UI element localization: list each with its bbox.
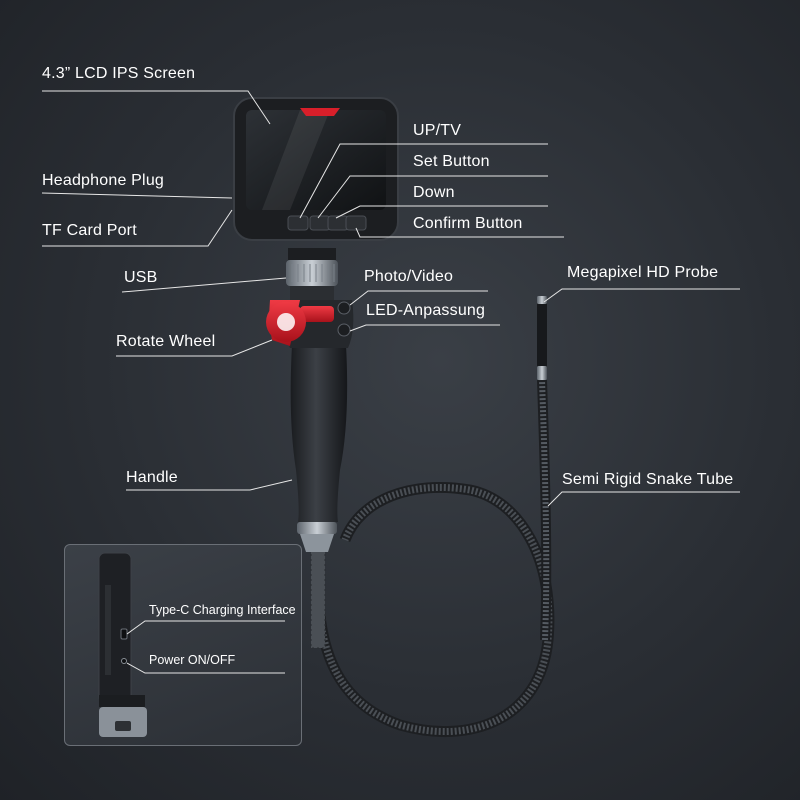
- label-handle: Handle: [126, 469, 178, 486]
- label-lcd-screen: 4.3” LCD IPS Screen: [42, 65, 196, 82]
- leader-lines: [41, 90, 740, 507]
- label-up-tv: UP/TV: [413, 122, 462, 139]
- rotate-wheel: [266, 300, 334, 346]
- snake-tube: [312, 379, 555, 737]
- label-power-on-off: Power ON/OFF: [149, 653, 236, 667]
- label-usb: USB: [124, 269, 158, 286]
- label-down: Down: [413, 184, 455, 201]
- hd-probe: [537, 296, 547, 380]
- label-tf-card-port: TF Card Port: [42, 222, 137, 239]
- label-led: LED-Anpassung: [366, 302, 486, 319]
- usb-collar: [286, 248, 338, 300]
- label-photo-video: Photo/Video: [364, 268, 454, 285]
- label-set-button: Set Button: [413, 153, 490, 170]
- label-snake-tube: Semi Rigid Snake Tube: [562, 471, 734, 488]
- label-confirm-button: Confirm Button: [413, 215, 523, 232]
- flex-neck: [310, 547, 326, 649]
- monitor: [233, 97, 399, 241]
- side-view-inset: Type-C Charging Interface Power ON/OFF: [64, 544, 302, 746]
- handle-body: [290, 345, 348, 552]
- label-hd-probe: Megapixel HD Probe: [567, 264, 719, 281]
- label-type-c-interface: Type-C Charging Interface: [149, 603, 296, 617]
- label-headphone-plug: Headphone Plug: [42, 172, 165, 189]
- side-view-illustration: [98, 552, 285, 737]
- label-rotate-wheel: Rotate Wheel: [116, 333, 216, 350]
